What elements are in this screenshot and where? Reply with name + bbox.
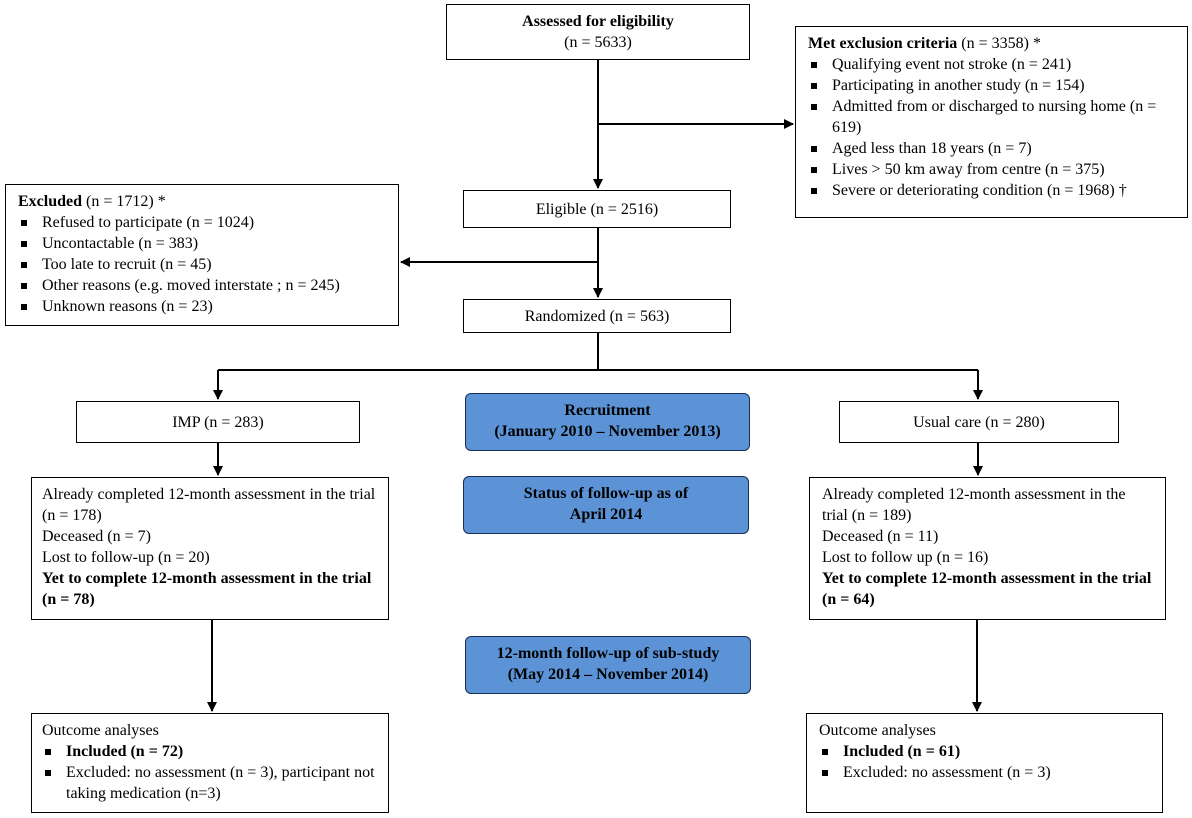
imp-box: IMP (n = 283)	[76, 401, 360, 443]
list-item: Other reasons (e.g. moved interstate ; n…	[18, 275, 386, 296]
list-item: Too late to recruit (n = 45)	[18, 254, 386, 275]
assessed-count: (n = 5633)	[564, 34, 632, 51]
list-item: Lives > 50 km away from centre (n = 375)	[808, 159, 1175, 180]
list-item: Severe or deteriorating condition (n = 1…	[808, 180, 1175, 201]
imp-outcome-excluded: Excluded: no assessment (n = 3), partici…	[42, 762, 378, 804]
list-item: Participating in another study (n = 154)	[808, 75, 1175, 96]
met-exclusion-title: Met exclusion criteria	[808, 35, 958, 52]
imp-yet: Yet to complete 12-month assessment in t…	[42, 570, 372, 608]
imp-outcome-box: Outcome analyses Included (n = 72) Exclu…	[31, 713, 389, 813]
eligible-box: Eligible (n = 2516)	[463, 190, 731, 228]
uc-yet: Yet to complete 12-month assessment in t…	[822, 570, 1152, 608]
uc-outcome-included: Included (n = 61)	[819, 741, 1150, 762]
list-item: Refused to participate (n = 1024)	[18, 212, 386, 233]
imp-outcome-included: Included (n = 72)	[42, 741, 378, 762]
uc-outcome-excluded: Excluded: no assessment (n = 3)	[819, 762, 1150, 783]
followup-status-line1: Status of follow-up as of	[523, 485, 689, 502]
followup-status-phase-box: Status of follow-up as of April 2014	[463, 476, 749, 534]
met-exclusion-list: Qualifying event not stroke (n = 241) Pa…	[808, 54, 1175, 201]
followup-status-line2: April 2014	[569, 506, 643, 523]
list-item: Admitted from or discharged to nursing h…	[808, 96, 1175, 138]
uc-lost: Lost to follow up (n = 16)	[822, 549, 989, 566]
met-exclusion-heading: Met exclusion criteria (n = 3358) *	[808, 33, 1175, 54]
recruitment-phase-box: Recruitment (January 2010 – November 201…	[465, 393, 750, 451]
imp-outcome-list: Included (n = 72) Excluded: no assessmen…	[42, 741, 378, 804]
excluded-heading: Excluded (n = 1712) *	[18, 191, 386, 212]
uc-outcome-box: Outcome analyses Included (n = 61) Exclu…	[806, 713, 1163, 813]
uc-deceased: Deceased (n = 11)	[822, 528, 939, 545]
assessed-title: Assessed for eligibility	[522, 13, 674, 30]
list-item: Aged less than 18 years (n = 7)	[808, 138, 1175, 159]
uc-completed: Already completed 12-month assessment in…	[822, 486, 1126, 524]
imp-lost: Lost to follow-up (n = 20)	[42, 549, 210, 566]
randomized-label: Randomized (n = 563)	[524, 308, 670, 325]
imp-label: IMP (n = 283)	[172, 414, 264, 431]
substudy-phase-box: 12-month follow-up of sub-study (May 201…	[465, 636, 751, 694]
excluded-title: Excluded	[18, 193, 83, 210]
excluded-list: Refused to participate (n = 1024) Uncont…	[18, 212, 386, 317]
substudy-line1: 12-month follow-up of sub-study	[496, 645, 720, 662]
recruitment-line2: (January 2010 – November 2013)	[494, 423, 721, 440]
uc-outcome-title: Outcome analyses	[819, 722, 936, 739]
imp-deceased: Deceased (n = 7)	[42, 528, 151, 545]
assessed-box: Assessed for eligibility (n = 5633)	[446, 4, 750, 60]
list-item: Qualifying event not stroke (n = 241)	[808, 54, 1175, 75]
recruitment-line1: Recruitment	[564, 402, 651, 419]
excluded-count: (n = 1712) *	[82, 193, 166, 210]
substudy-line2: (May 2014 – November 2014)	[507, 666, 709, 683]
randomized-box: Randomized (n = 563)	[463, 299, 731, 333]
imp-completed: Already completed 12-month assessment in…	[42, 486, 376, 524]
imp-status-box: Already completed 12-month assessment in…	[31, 477, 389, 620]
usual-care-label: Usual care (n = 280)	[913, 414, 1045, 431]
imp-outcome-title: Outcome analyses	[42, 722, 159, 739]
uc-status-box: Already completed 12-month assessment in…	[809, 477, 1166, 620]
met-exclusion-count: (n = 3358) *	[957, 35, 1041, 52]
list-item: Unknown reasons (n = 23)	[18, 296, 386, 317]
uc-outcome-list: Included (n = 61) Excluded: no assessmen…	[819, 741, 1150, 783]
usual-care-box: Usual care (n = 280)	[839, 401, 1119, 443]
eligible-label: Eligible (n = 2516)	[535, 201, 659, 218]
met-exclusion-box: Met exclusion criteria (n = 3358) * Qual…	[795, 26, 1188, 218]
excluded-box: Excluded (n = 1712) * Refused to partici…	[5, 184, 399, 326]
list-item: Uncontactable (n = 383)	[18, 233, 386, 254]
